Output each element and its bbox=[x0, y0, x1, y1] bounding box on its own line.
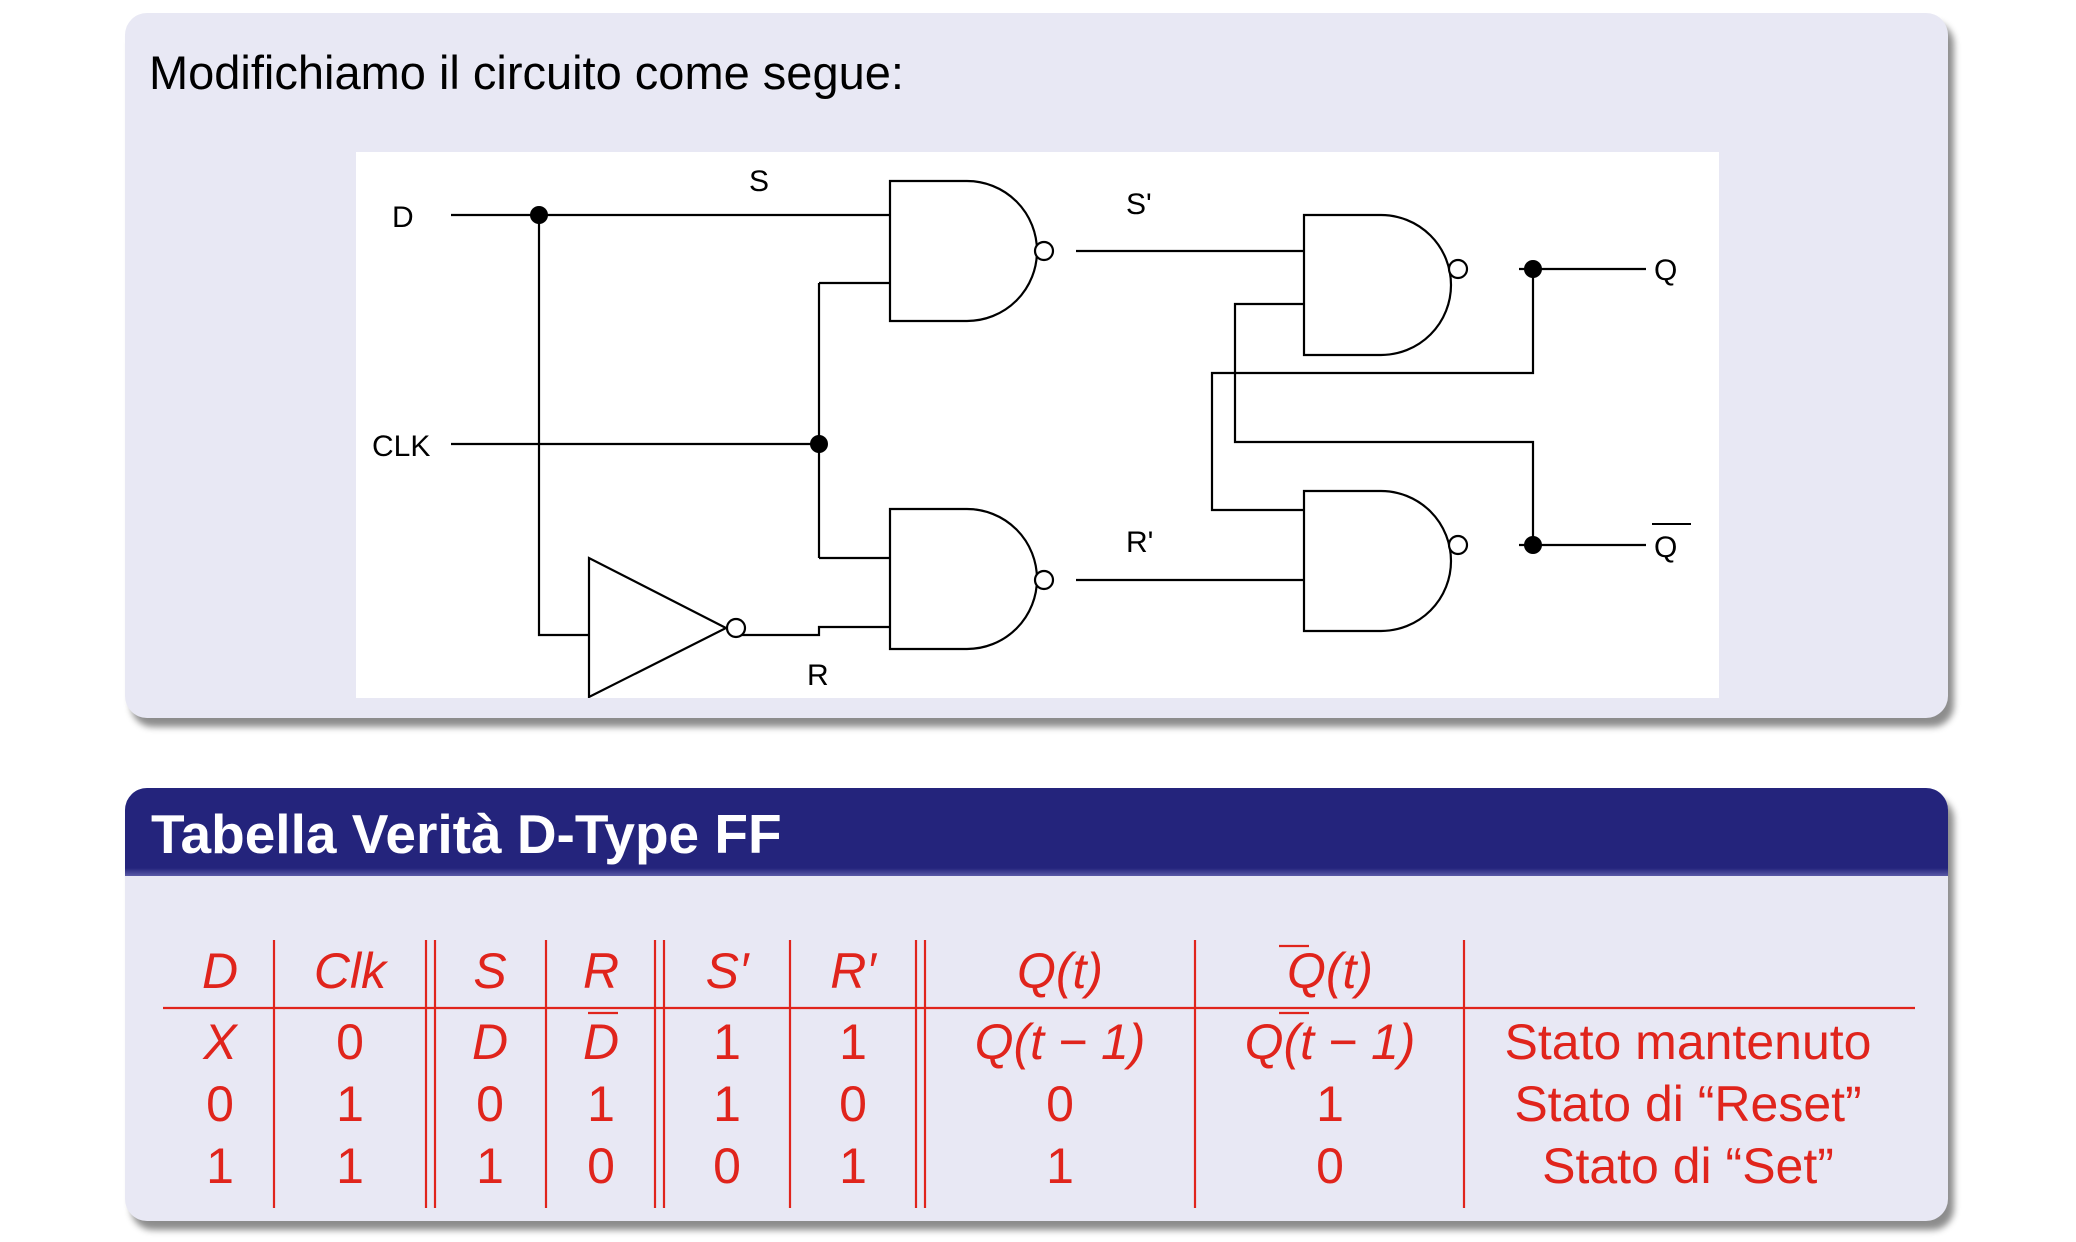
wire-feedback-qbar bbox=[1233, 302, 1535, 545]
cell-r: 0 bbox=[587, 1138, 615, 1194]
cell-d: X bbox=[202, 1014, 238, 1070]
nand-bubble-2 bbox=[1033, 569, 1055, 591]
truth-table-block: Tabella Verità D-Type FF D Clk S bbox=[125, 788, 1948, 1221]
cell-r-prime: 1 bbox=[839, 1138, 867, 1194]
label-clk: CLK bbox=[372, 430, 430, 463]
nand-gate-1 bbox=[888, 179, 1039, 323]
table-row: 0 1 0 1 1 0 0 1 Stato di “Reset” bbox=[206, 1076, 1862, 1132]
intro-text: Modifichiamo il circuito come segue: bbox=[149, 46, 904, 99]
cell-r: D bbox=[583, 1014, 619, 1070]
header-clk: Clk bbox=[314, 943, 389, 999]
cell-desc: Stato di “Set” bbox=[1542, 1138, 1834, 1194]
cell-qbar-t: Q(t − 1) bbox=[1245, 1014, 1416, 1070]
junction-qbar bbox=[1524, 536, 1542, 554]
cell-clk: 1 bbox=[336, 1138, 364, 1194]
junction-clk bbox=[810, 435, 828, 453]
label-r: R bbox=[807, 659, 829, 692]
table-row: X 0 D D 1 1 Q(t − 1) Q(t − 1) Stato mant… bbox=[202, 1014, 1871, 1070]
header-q-t: Q(t) bbox=[1017, 943, 1103, 999]
wire-r bbox=[736, 625, 890, 637]
circuit-svg: D CLK S R S' R' Q Q bbox=[372, 165, 1691, 699]
label-s-prime: S' bbox=[1126, 188, 1152, 221]
inverter-gate bbox=[587, 556, 729, 699]
block-title: Tabella Verità D-Type FF bbox=[151, 803, 782, 865]
cell-s-prime: 0 bbox=[713, 1138, 741, 1194]
label-d: D bbox=[392, 201, 414, 234]
cell-qbar-t: 1 bbox=[1316, 1076, 1344, 1132]
cell-s-prime: 1 bbox=[713, 1076, 741, 1132]
cell-r-prime: 1 bbox=[839, 1014, 867, 1070]
cell-q-t: 0 bbox=[1046, 1076, 1074, 1132]
wire-d-branch bbox=[537, 215, 589, 637]
nand-bubble-4 bbox=[1447, 534, 1469, 556]
cell-s: 0 bbox=[476, 1076, 504, 1132]
cell-s: D bbox=[472, 1014, 508, 1070]
nand-gate-4 bbox=[1302, 489, 1453, 633]
label-q-bar: Q bbox=[1654, 531, 1677, 564]
cell-r: 1 bbox=[587, 1076, 615, 1132]
truth-table: D Clk S R S′ R′ Q(t) Q(t) X 0 D D 1 1 Q(… bbox=[163, 940, 1915, 1208]
header-qbar-t: Q(t) bbox=[1287, 943, 1373, 999]
cell-s: 1 bbox=[476, 1138, 504, 1194]
header-r: R bbox=[583, 943, 619, 999]
block-title-bar: Tabella Verità D-Type FF bbox=[125, 788, 1948, 876]
cell-desc: Stato mantenuto bbox=[1505, 1014, 1872, 1070]
circuit-diagram: D CLK S R S' R' Q Q bbox=[356, 152, 1719, 699]
junction-d bbox=[530, 206, 548, 224]
circuit-box: Modifichiamo il circuito come segue: bbox=[125, 13, 1948, 718]
label-q: Q bbox=[1654, 254, 1677, 287]
cell-clk: 1 bbox=[336, 1076, 364, 1132]
nand-bubble-1 bbox=[1033, 240, 1055, 262]
cell-q-t: 1 bbox=[1046, 1138, 1074, 1194]
inverter-bubble bbox=[725, 617, 747, 639]
cell-clk: 0 bbox=[336, 1014, 364, 1070]
nand-gate-2 bbox=[888, 507, 1039, 651]
header-r-prime: R′ bbox=[830, 943, 877, 999]
nand-bubble-3 bbox=[1447, 258, 1469, 280]
cell-qbar-t: 0 bbox=[1316, 1138, 1344, 1194]
header-d: D bbox=[202, 943, 238, 999]
cell-s-prime: 1 bbox=[713, 1014, 741, 1070]
cell-d: 1 bbox=[206, 1138, 234, 1194]
label-s: S bbox=[749, 165, 769, 198]
cell-r-prime: 0 bbox=[839, 1076, 867, 1132]
cell-q-t: Q(t − 1) bbox=[975, 1014, 1146, 1070]
cell-desc: Stato di “Reset” bbox=[1514, 1076, 1861, 1132]
junction-q bbox=[1524, 260, 1542, 278]
table-row: 1 1 1 0 0 1 1 0 Stato di “Set” bbox=[206, 1138, 1834, 1194]
label-r-prime: R' bbox=[1126, 526, 1153, 559]
table-header-row: D Clk S R S′ R′ Q(t) Q(t) bbox=[202, 943, 1373, 999]
header-s: S bbox=[473, 943, 506, 999]
cell-d: 0 bbox=[206, 1076, 234, 1132]
wire-feedback-q bbox=[1210, 269, 1535, 512]
table-grid bbox=[163, 940, 1915, 1208]
header-s-prime: S′ bbox=[706, 943, 750, 999]
nand-gate-3 bbox=[1302, 213, 1453, 357]
